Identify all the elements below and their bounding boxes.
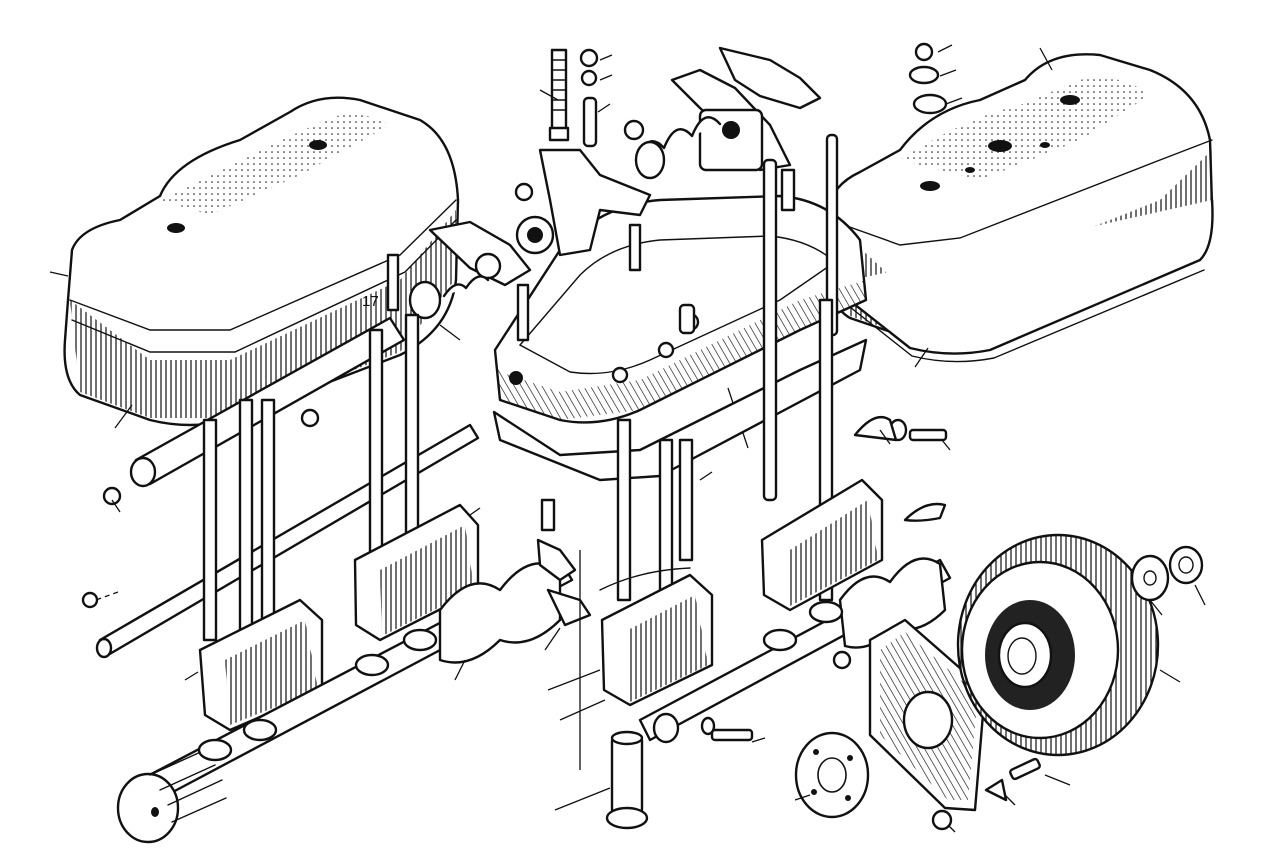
camshaft: [116, 557, 952, 844]
gear-cover-plate: [868, 618, 987, 812]
callout-label: 17: [362, 293, 379, 310]
bolts-and-nuts: [386, 42, 948, 502]
leader-lines: [95, 44, 1206, 833]
rocker-arm-assembly: [428, 46, 822, 298]
timing-gear: [956, 533, 1160, 757]
rocker-cover-right: [826, 53, 1214, 363]
flange: [794, 731, 870, 819]
bolts-and-nuts: [81, 408, 1204, 831]
tappet: [605, 730, 649, 830]
